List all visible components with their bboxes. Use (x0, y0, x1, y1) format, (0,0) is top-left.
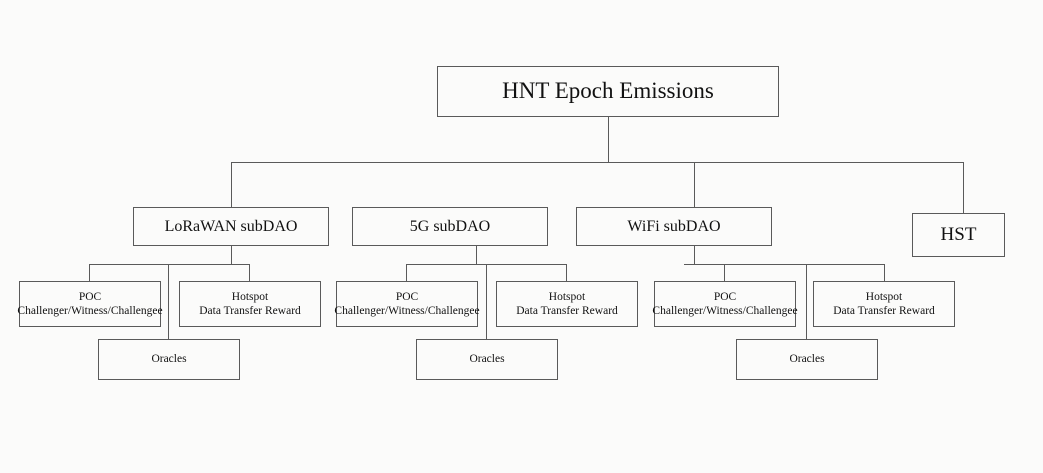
edge-main-bus (231, 162, 964, 163)
edge-wifi-to-oracles (806, 264, 807, 340)
edge-drop-wifi (694, 162, 695, 208)
edge-wifi-to-poc (724, 264, 725, 281)
node-label-line1: POC (78, 290, 102, 303)
edge-wifi-stem (694, 240, 695, 264)
edge-lorawan-bus (89, 264, 249, 265)
node-wifi-oracles[interactable]: Oracles (736, 339, 878, 380)
edge-drop-lorawan (231, 162, 232, 208)
edge-drop-hst (963, 162, 964, 213)
node-label: 5G subDAO (409, 217, 491, 235)
node-5g-oracles[interactable]: Oracles (416, 339, 558, 380)
node-label-line1: Hotspot (231, 290, 269, 303)
edge-5g-stem (476, 240, 477, 264)
node-label: Oracles (151, 353, 187, 366)
node-lorawan-hotspot[interactable]: Hotspot Data Transfer Reward (179, 281, 321, 327)
edge-5g-to-oracles (486, 264, 487, 340)
node-label-line1: POC (713, 290, 737, 303)
edge-5g-to-hotspot (566, 264, 567, 281)
node-wifi-poc[interactable]: POC Challenger/Witness/Challengee (652, 281, 798, 327)
node-label-line1: POC (395, 290, 419, 303)
node-hst[interactable]: HST (912, 213, 1005, 257)
edge-lorawan-to-poc (89, 264, 90, 281)
node-label: WiFi subDAO (627, 217, 721, 235)
node-label-line2: Challenger/Witness/Challengee (652, 305, 798, 317)
node-label-line2: Challenger/Witness/Challengee (17, 305, 163, 317)
node-5g-subdao[interactable]: 5G subDAO (352, 207, 548, 246)
edge-wifi-bus (684, 264, 884, 265)
edge-lorawan-to-oracles (168, 264, 169, 340)
node-label-line1: Hotspot (865, 290, 903, 303)
node-label: LoRaWAN subDAO (164, 217, 298, 235)
node-label-line1: Hotspot (548, 290, 586, 303)
edge-wifi-to-hotspot (884, 264, 885, 281)
node-label-line2: Challenger/Witness/Challengee (334, 305, 480, 317)
node-wifi-hotspot[interactable]: Hotspot Data Transfer Reward (813, 281, 955, 327)
node-label: HST (940, 224, 977, 246)
node-lorawan-poc[interactable]: POC Challenger/Witness/Challengee (17, 281, 163, 327)
node-label-line2: Data Transfer Reward (833, 305, 935, 317)
node-5g-poc[interactable]: POC Challenger/Witness/Challengee (334, 281, 480, 327)
node-label: Oracles (789, 353, 825, 366)
node-label-line2: Data Transfer Reward (516, 305, 618, 317)
node-label-line2: Data Transfer Reward (199, 305, 301, 317)
node-label: Oracles (469, 353, 505, 366)
node-label: HNT Epoch Emissions (502, 78, 714, 104)
node-lorawan-oracles[interactable]: Oracles (98, 339, 240, 380)
node-5g-hotspot[interactable]: Hotspot Data Transfer Reward (496, 281, 638, 327)
node-hnt-epoch-emissions[interactable]: HNT Epoch Emissions (437, 66, 779, 117)
edge-lorawan-stem (231, 240, 232, 264)
node-lorawan-subdao[interactable]: LoRaWAN subDAO (133, 207, 329, 246)
edge-root-stem (608, 117, 609, 162)
edge-5g-to-poc (406, 264, 407, 281)
edge-lorawan-to-hotspot (249, 264, 250, 281)
node-wifi-subdao[interactable]: WiFi subDAO (576, 207, 772, 246)
